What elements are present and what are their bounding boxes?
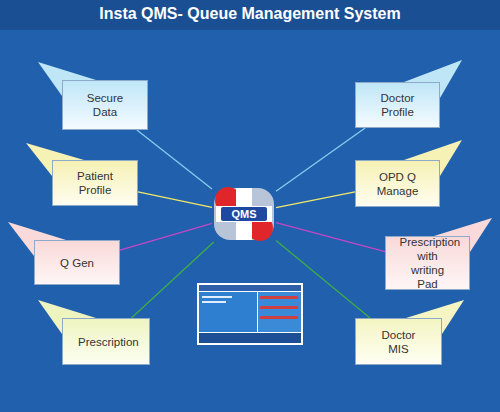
callout-box: Prescription with writing Pad xyxy=(385,236,470,290)
screen-row xyxy=(260,306,298,309)
callout-box: Doctor MIS xyxy=(355,318,442,365)
logo-node: QMS xyxy=(212,186,276,242)
connector-line xyxy=(276,240,370,318)
box-label: Prescription xyxy=(78,335,134,349)
logo-cross xyxy=(216,206,272,222)
box-label: Doctor Profile xyxy=(370,91,426,119)
screen-row xyxy=(260,316,298,319)
logo-base xyxy=(214,188,274,240)
title-band xyxy=(0,0,500,30)
box-label: Patient Profile xyxy=(67,169,123,197)
screen-row xyxy=(260,296,298,299)
connector-line xyxy=(276,192,355,208)
decoration xyxy=(0,0,500,345)
connector-line xyxy=(276,223,385,252)
callout-box: OPD Q Manage xyxy=(355,160,440,207)
box-label: Prescription with writing Pad xyxy=(400,235,456,291)
screen-row xyxy=(202,296,232,298)
connector-line xyxy=(137,130,212,189)
box-label: Q Gen xyxy=(60,256,94,270)
logo-label: QMS xyxy=(231,207,256,221)
connector-line xyxy=(131,242,213,318)
screen-row xyxy=(202,301,226,303)
screen-header xyxy=(199,285,301,291)
connector-line xyxy=(120,223,212,250)
diagram-title: Insta QMS- Queue Management System xyxy=(0,5,500,23)
callout-box: Doctor Profile xyxy=(355,82,440,128)
screen-footer xyxy=(199,333,301,343)
connector-line xyxy=(138,192,212,207)
screen-panel xyxy=(258,292,301,332)
connector-line xyxy=(276,128,365,191)
connector-layer xyxy=(120,128,385,318)
screen-panel xyxy=(199,292,257,332)
callout-box: Q Gen xyxy=(34,240,120,285)
box-label: Secure Data xyxy=(77,91,133,119)
logo-band xyxy=(221,207,267,221)
callout-box: Patient Profile xyxy=(52,160,138,206)
callout-box: Secure Data xyxy=(62,80,148,130)
screen-frame xyxy=(197,283,303,345)
software-screenshot xyxy=(197,283,303,345)
box-label: OPD Q Manage xyxy=(370,170,426,198)
box-label: Doctor MIS xyxy=(371,328,427,356)
callout-box: Prescription xyxy=(62,318,150,365)
